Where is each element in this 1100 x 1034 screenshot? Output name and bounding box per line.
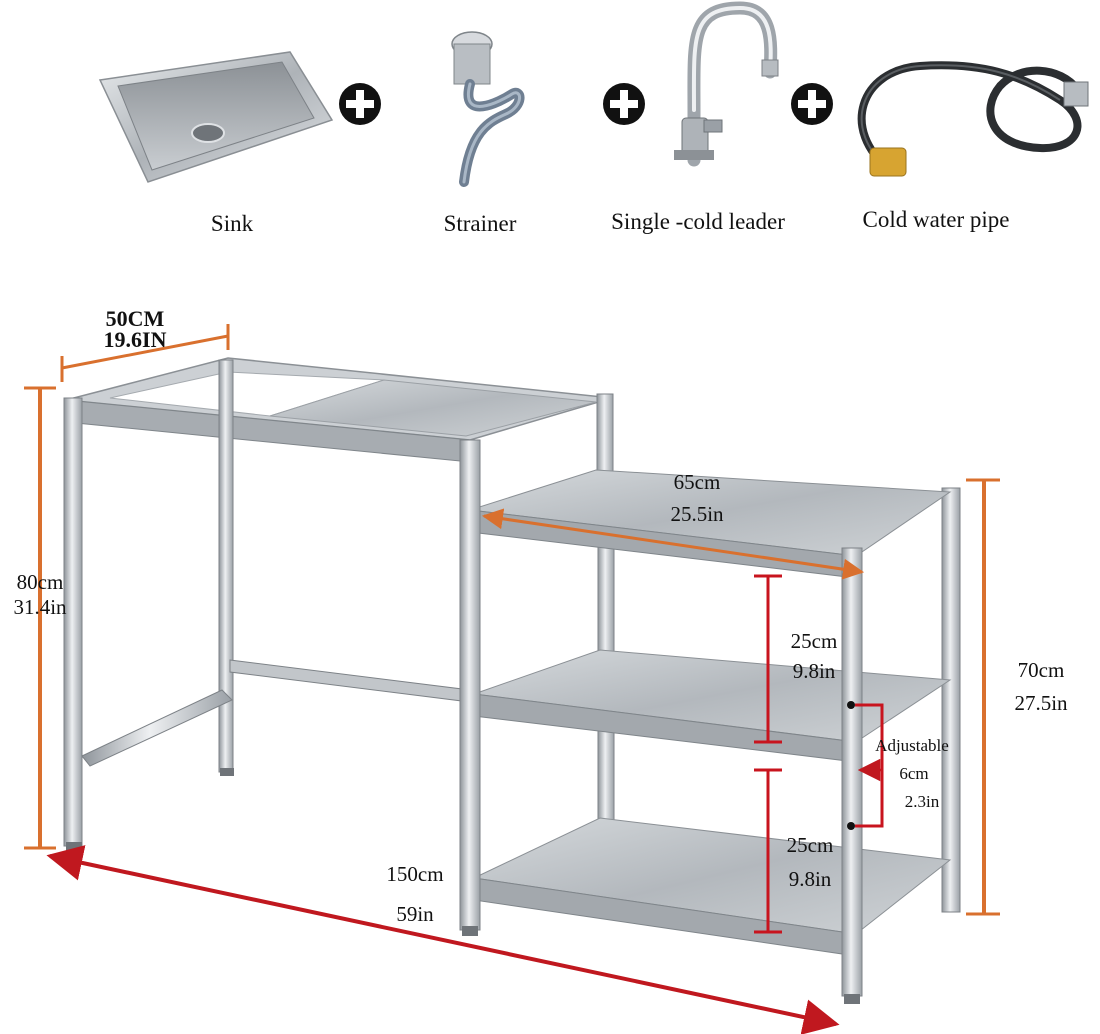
shelf-height-dimension-line — [966, 478, 1000, 916]
shelf-width-label: 65cm 25.5in — [652, 466, 742, 530]
shelf-unit — [66, 439, 961, 1004]
total-length-cm: 150cm — [386, 862, 444, 886]
sink-height-in: 31.4in — [13, 595, 67, 619]
total-length-in: 59in — [396, 902, 434, 926]
plus-icon — [603, 83, 645, 125]
sink-height-label: 80cm 31.4in — [0, 570, 80, 620]
adjustable-text: Adjustable — [875, 736, 949, 755]
sink-depth-dimension-line — [61, 334, 229, 370]
upper-gap-label: 25cm 9.8in — [774, 626, 854, 686]
sink-caption: Sink — [210, 211, 254, 236]
upper-gap-in: 9.8in — [792, 659, 836, 683]
shelf-width-in: 25.5in — [670, 502, 724, 526]
lower-gap-in: 9.8in — [788, 867, 832, 891]
pipe-caption: Cold water pipe — [862, 207, 1010, 232]
sink-frame — [63, 357, 614, 847]
adjustable-in: 2.3in — [904, 792, 940, 811]
faucet-caption: Single -cold leader — [611, 209, 785, 234]
strainer-image — [451, 31, 525, 187]
shelf-width-dimension-line — [481, 508, 865, 580]
lower-gap-cm: 25cm — [786, 833, 834, 857]
water-pipe-image — [857, 61, 1089, 177]
upper-gap-dimension-line — [754, 574, 782, 744]
adjustable-cm: 6cm — [899, 764, 929, 783]
shelf-height-cm: 70cm — [1017, 658, 1065, 682]
shelf-height-in: 27.5in — [1014, 691, 1068, 715]
total-length-label: 150cm 59in — [372, 854, 458, 934]
upper-gap-cm: 25cm — [790, 629, 838, 653]
sink-depth-cm: 50CM — [105, 306, 165, 331]
shelf-width-cm: 65cm — [673, 470, 721, 494]
faucet-image — [674, 1, 779, 167]
adjustable-bracket — [847, 701, 884, 830]
sink-depth-label: 50CM 19.6IN — [90, 306, 180, 352]
plus-icon — [791, 83, 833, 125]
strainer-caption: Strainer — [443, 211, 517, 236]
total-length-dimension-line — [46, 845, 840, 1034]
plus-icon — [339, 83, 381, 125]
sink-depth-in: 19.6IN — [103, 327, 167, 352]
sink-height-cm: 80cm — [16, 570, 64, 594]
shelf-height-label: 70cm 27.5in — [996, 654, 1086, 720]
lower-gap-label: 25cm 9.8in — [770, 828, 850, 896]
adjustable-label: Adjustable 6cm 2.3in — [856, 732, 968, 816]
